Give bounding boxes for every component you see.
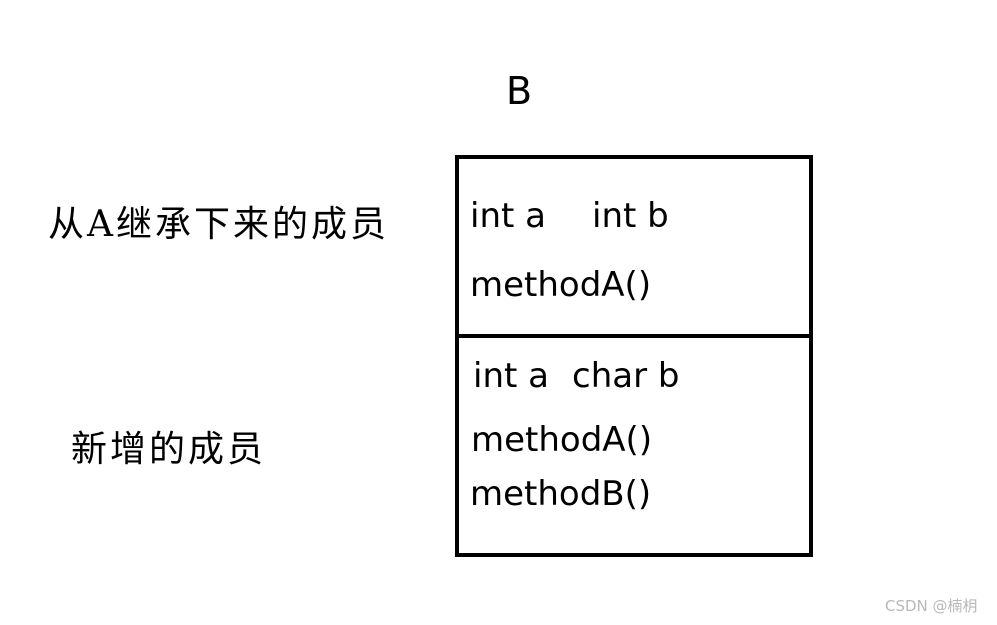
new-field-b: char b xyxy=(572,356,680,396)
inherited-field-b: int b xyxy=(592,196,669,236)
new-field-a: int a xyxy=(473,356,549,396)
section-divider xyxy=(459,334,809,338)
label-inherited-members: 从A继承下来的成员 xyxy=(48,204,389,245)
inherited-method-a: methodA() xyxy=(470,265,652,305)
label-new-members: 新增的成员 xyxy=(71,429,267,470)
new-method-b: methodB() xyxy=(470,474,652,514)
watermark: CSDN @楠枂 xyxy=(885,597,978,615)
new-method-a: methodA() xyxy=(471,420,653,460)
class-box xyxy=(455,155,813,557)
inherited-field-a: int a xyxy=(470,196,546,236)
class-name: B xyxy=(506,69,533,113)
